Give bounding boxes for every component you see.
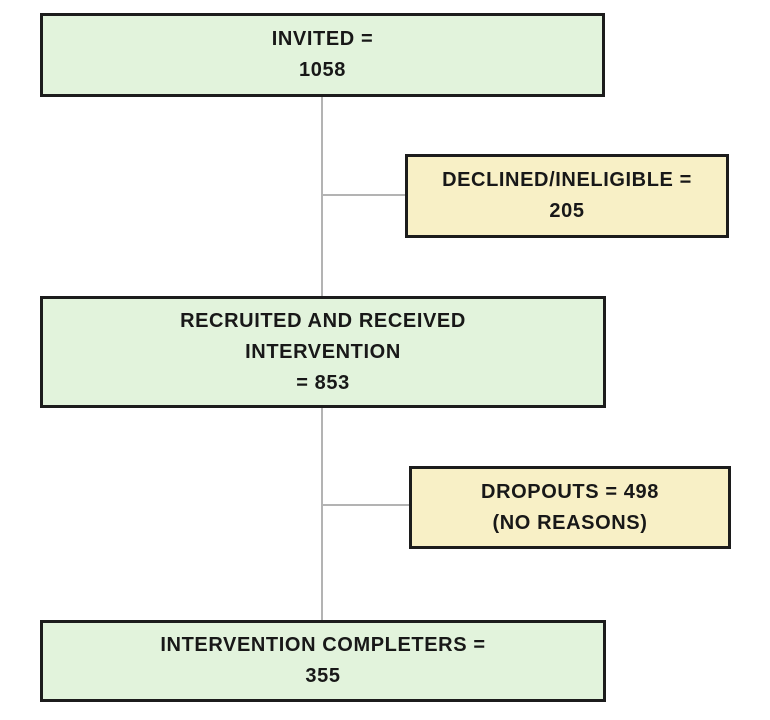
flow-box-declined-ineligible: DECLINED/INELIGIBLE = 205	[405, 154, 729, 238]
flow-box-recruited-line-3: = 853	[296, 371, 350, 394]
flow-box-dropouts-line-1: DROPOUTS = 498	[481, 480, 659, 503]
flow-box-dropouts: DROPOUTS = 498 (NO REASONS)	[409, 466, 731, 549]
flow-box-declined-line-1: DECLINED/INELIGIBLE =	[442, 169, 692, 191]
flow-box-recruited: RECRUITED AND RECEIVED INTERVENTION = 85…	[40, 296, 606, 408]
connector-branch-dropouts	[322, 504, 410, 506]
flow-box-invited-line-2: 1058	[299, 59, 346, 81]
flow-box-completers: INTERVENTION COMPLETERS = 355	[40, 620, 606, 702]
connector-branch-declined	[322, 194, 406, 196]
connector-invited-to-recruited	[321, 97, 323, 296]
flow-box-recruited-line-1: RECRUITED AND RECEIVED	[180, 309, 466, 332]
flow-box-invited: INVITED = 1058	[40, 13, 605, 97]
flow-box-recruited-line-2: INTERVENTION	[245, 340, 401, 363]
flow-box-completers-line-1: INTERVENTION COMPLETERS =	[160, 634, 486, 656]
flow-box-invited-line-1: INVITED =	[271, 28, 374, 50]
connector-recruited-to-completers	[321, 408, 323, 620]
flow-box-dropouts-line-2: (NO REASONS)	[492, 511, 648, 534]
flow-box-completers-line-2: 355	[305, 665, 341, 687]
flow-box-declined-line-2: 205	[549, 200, 585, 222]
